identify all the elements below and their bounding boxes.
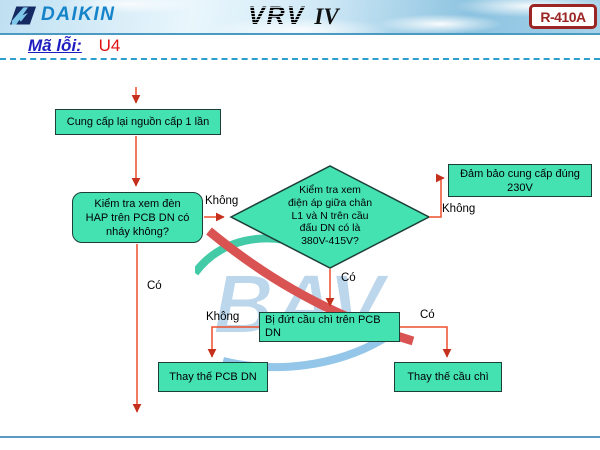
node-replace-fuse: Thay thế cầu chì	[394, 362, 502, 392]
edge-label-voltage-yes: Có	[341, 272, 356, 284]
daikin-logo-mark	[10, 6, 37, 25]
edge-label-fuse-no: Không	[206, 311, 240, 323]
product-version: IV	[314, 4, 339, 29]
edge-label-voltage-no: Không	[442, 203, 476, 215]
node-check-voltage: Kiểm tra xem điện áp giữa chân L1 và N t…	[287, 184, 373, 248]
edge-label-hap-no: Không	[205, 195, 239, 207]
brand-name: DAIKIN	[41, 4, 116, 25]
node-replace-pcb: Thay thế PCB DN	[158, 362, 268, 392]
footer-divider	[0, 436, 600, 438]
error-code-value: U4	[98, 36, 121, 55]
dashed-separator	[0, 58, 600, 60]
edge-label-hap-yes: Có	[147, 280, 162, 292]
header-banner: DAIKIN VRV IV R-410A	[0, 0, 600, 35]
node-restart-power: Cung cấp lại nguồn cấp 1 lần	[55, 109, 221, 135]
error-code-label: Mã lỗi:	[28, 36, 82, 55]
error-code-row: Mã lỗi: U4	[28, 36, 120, 56]
daikin-logo: DAIKIN	[10, 4, 115, 26]
node-ensure-230v: Đảm bảo cung cấp đúng 230V	[448, 164, 592, 197]
edge-label-fuse-yes: Có	[420, 309, 435, 321]
product-logo: VRV IV	[248, 2, 339, 31]
node-fuse-blown: Bị đứt cầu chì trên PCB DN	[259, 312, 400, 342]
refrigerant-badge: R-410A	[529, 4, 597, 29]
product-name: VRV	[248, 2, 306, 30]
node-check-hap-led: Kiểm tra xem đèn HAP trên PCB DN có nháy…	[72, 192, 203, 243]
